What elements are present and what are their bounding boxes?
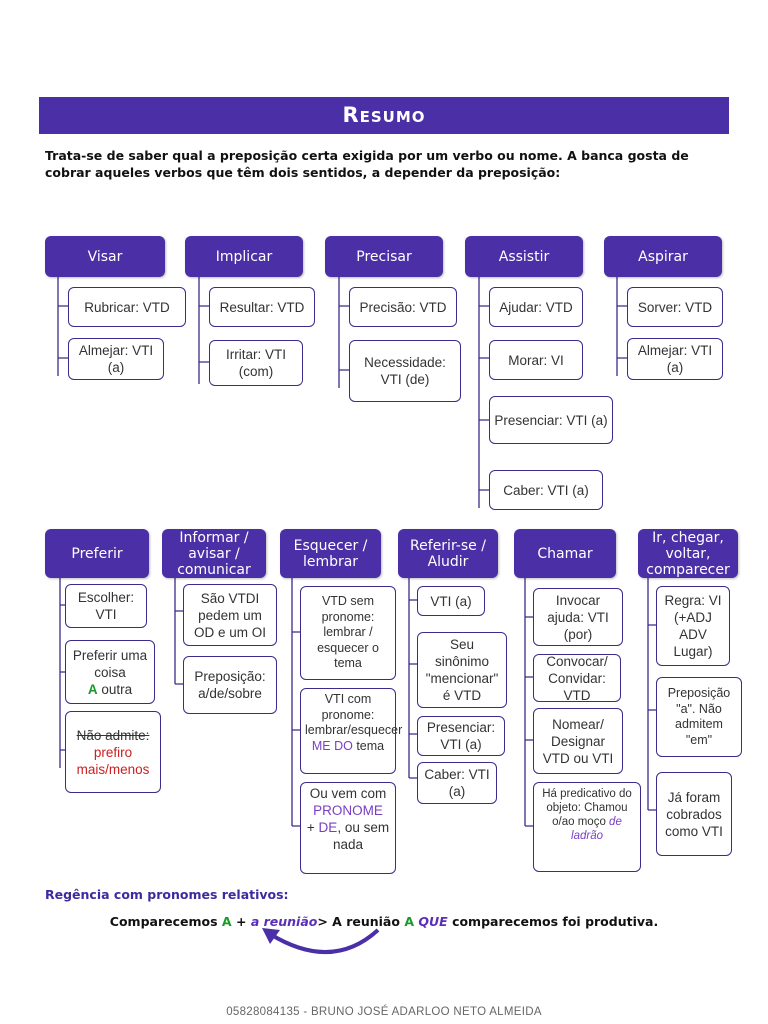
me-do: ME DO <box>311 738 353 753</box>
preferir-item-1: Escolher: VTI <box>65 584 147 628</box>
predicativo-text: Há predicativo do objeto: Chamou o/ao mo… <box>542 788 632 828</box>
arrow-head <box>262 928 280 944</box>
preferir-a-outra: A outra <box>88 681 132 698</box>
header-preferir: Preferir <box>45 529 149 578</box>
plus: + <box>306 820 315 835</box>
header-chamar: Chamar <box>514 529 616 578</box>
page-title: Resumo <box>342 103 426 127</box>
precisar-item-1: Precisão: VTD <box>349 287 457 327</box>
preferir-item-3: Não admite: prefiro mais/menos <box>65 711 161 793</box>
aspirar-item-1: Sorver: VTD <box>627 287 723 327</box>
visar-item-1: Rubricar: VTD <box>68 287 186 327</box>
esquecer-item-1: VTD sem pronome: lembrar / esquecer o te… <box>300 586 396 680</box>
header-implicar: Implicar <box>185 236 303 277</box>
pronome: PRONOME <box>313 803 383 818</box>
chamar-item-3: Nomear/ Designar VTD ou VTI <box>533 708 623 774</box>
arrow-curve <box>268 928 380 954</box>
informar-item-1: São VTDI pedem um OD e um OI <box>183 584 277 646</box>
preferir-text: Preferir uma coisa <box>72 647 148 680</box>
rel-plus: + <box>235 914 247 929</box>
header-esquecer: Esquecer / lembrar <box>280 529 381 578</box>
chamar-item-4: Há predicativo do objeto: Chamou o/ao mo… <box>533 782 641 872</box>
ir-item-1: Regra: VI (+ADJ ADV Lugar) <box>656 586 730 666</box>
rel-part2: > A reunião <box>317 914 400 929</box>
nao-admite: Não admite: <box>76 727 150 743</box>
assistir-item-3: Presenciar: VTI (a) <box>489 396 613 444</box>
header-ir: Ir, chegar, voltar, comparecer <box>638 529 738 578</box>
rel-italic: a reunião <box>250 914 318 929</box>
rel-part3: comparecemos foi produtiva. <box>452 914 659 929</box>
footer-text: 05828084135 - BRUNO JOSÉ ADARLOO NETO AL… <box>226 1006 542 1018</box>
visar-item-2: Almejar: VTI (a) <box>68 338 164 380</box>
header-aspirar: Aspirar <box>604 236 722 277</box>
header-visar: Visar <box>45 236 165 277</box>
rel-que: QUE <box>418 914 448 929</box>
informar-item-2: Preposição: a/de/sobre <box>183 656 277 714</box>
precisar-item-2: Necessidade: VTI (de) <box>349 340 461 402</box>
rel-part1: Comparecemos <box>109 914 218 929</box>
relativos-example: Comparecemos A + a reunião> A reunião A … <box>0 914 768 929</box>
esquecer-item-2: VTI com pronome: lembrar/esquecer ME DO … <box>300 688 402 774</box>
chamar-item-2: Convocar/ Convidar: VTD <box>533 654 621 703</box>
header-precisar: Precisar <box>325 236 443 277</box>
tema: tema <box>356 738 385 753</box>
chamar-item-1: Invocar ajuda: VTI (por) <box>533 588 623 646</box>
aspirar-item-2: Almejar: VTI (a) <box>627 338 723 380</box>
rel-a1: A <box>221 914 232 929</box>
assistir-item-4: Caber: VTI (a) <box>489 470 603 510</box>
referir-item-1: VTI (a) <box>417 586 485 616</box>
de: DE <box>318 820 338 835</box>
preferir-outra: outra <box>101 681 133 697</box>
intro-text: Trata-se de saber qual a preposição cert… <box>45 148 689 180</box>
referir-item-3: Presenciar: VTI (a) <box>417 716 505 756</box>
preferir-a: A <box>87 681 98 697</box>
esquecer-item-2-text: VTI com pronome: lembrar/esquecer <box>305 692 403 737</box>
de-ladrao: de ladrão <box>571 816 622 842</box>
title-banner: Resumo <box>39 97 729 134</box>
ir-item-3: Já foram cobrados como VTI <box>656 772 732 856</box>
ou-vem-com: Ou vem com <box>309 786 387 801</box>
implicar-item-1: Resultar: VTD <box>209 287 315 327</box>
relativos-title: Regência com pronomes relativos: <box>45 887 289 902</box>
implicar-item-2: Irritar: VTI (com) <box>209 340 303 386</box>
ou-sem-nada: , ou sem nada <box>332 820 390 852</box>
referir-item-4: Caber: VTI (a) <box>417 762 497 804</box>
ir-item-2: Preposição "a". Não admitem "em" <box>656 677 742 757</box>
header-informar: Informar / avisar / comunicar <box>162 529 266 578</box>
assistir-item-1: Ajudar: VTD <box>489 287 583 327</box>
assistir-item-2: Morar: VI <box>489 340 583 380</box>
header-referir: Referir-se / Aludir <box>398 529 498 578</box>
header-assistir: Assistir <box>465 236 583 277</box>
esquecer-item-3: Ou vem com PRONOME + DE, ou sem nada <box>300 782 396 874</box>
referir-item-2: Seu sinônimo "mencionar" é VTD <box>417 632 507 708</box>
rel-a2: A <box>404 914 415 929</box>
prefiro-mais-menos: prefiro mais/menos <box>76 744 150 777</box>
preferir-item-2: Preferir uma coisa A outra <box>65 640 155 704</box>
